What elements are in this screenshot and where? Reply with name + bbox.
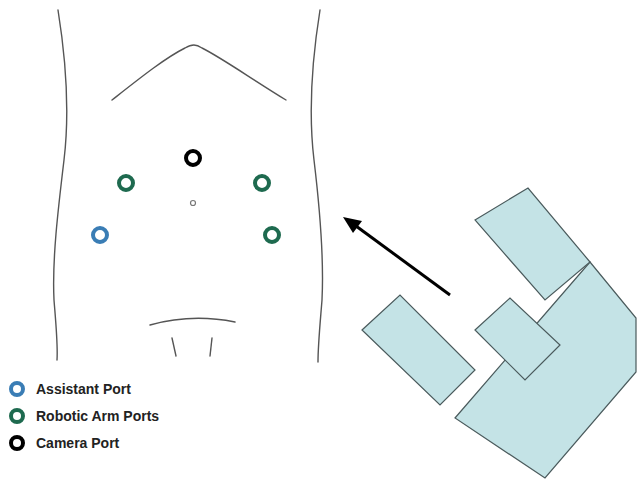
legend-swatch (8, 380, 26, 398)
arrow (343, 217, 450, 295)
legend-swatch (8, 407, 26, 425)
legend: Assistant PortRobotic Arm PortsCamera Po… (8, 375, 159, 456)
robotic-arm-port (265, 228, 279, 242)
navel (191, 201, 196, 206)
cart-arm (475, 188, 590, 300)
cart-arm (362, 295, 475, 405)
cart-tower (475, 298, 560, 380)
robotic-arm-port (255, 176, 269, 190)
camera-port (186, 151, 200, 165)
ports (93, 151, 279, 242)
legend-swatch (8, 434, 26, 452)
legend-text: Robotic Arm Ports (36, 408, 159, 424)
legend-row: Camera Port (8, 429, 159, 456)
body-outline (54, 10, 323, 362)
legend-row: Assistant Port (8, 375, 159, 402)
legend-text: Assistant Port (36, 381, 131, 397)
legend-row: Robotic Arm Ports (8, 402, 159, 429)
assistant-port (93, 228, 107, 242)
legend-text: Camera Port (36, 435, 119, 451)
robotic-arm-port (119, 176, 133, 190)
robot-cart (362, 188, 636, 478)
